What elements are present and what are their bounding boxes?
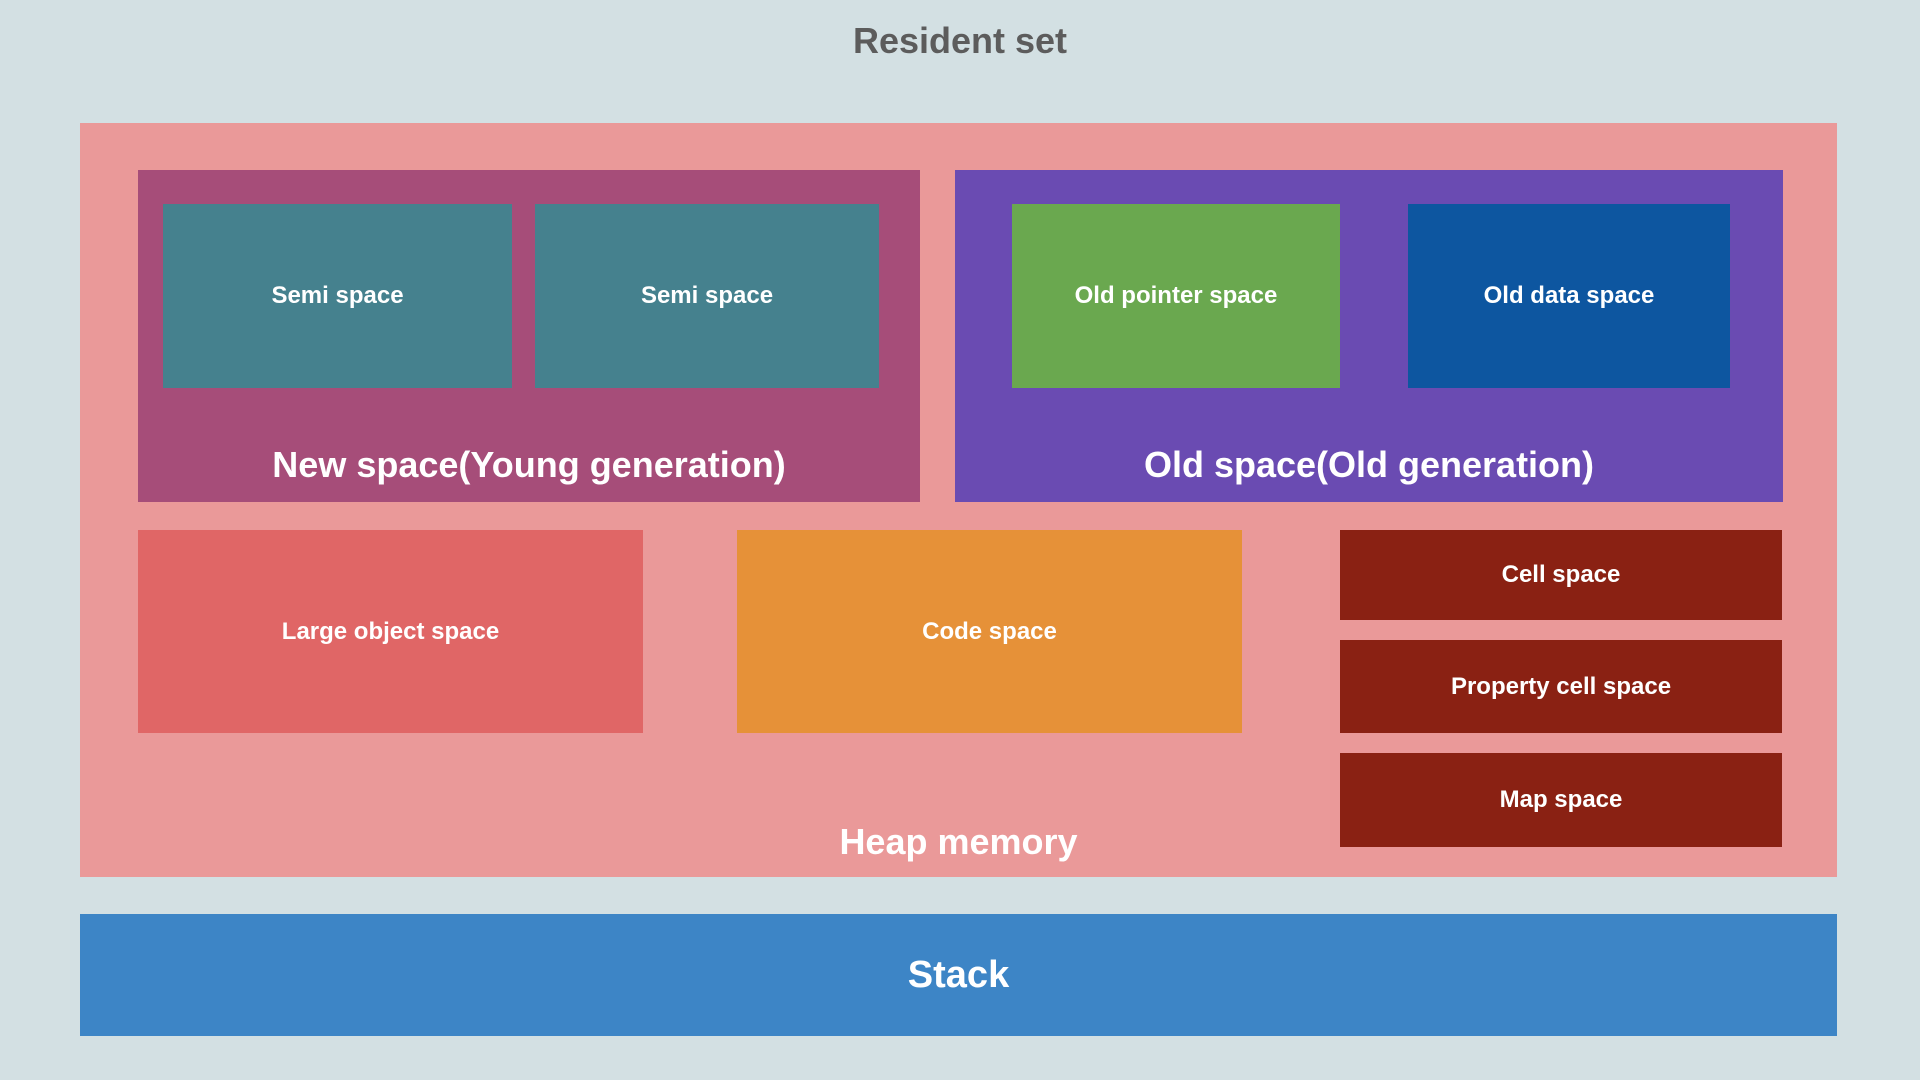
cell-space-box: Cell space (1340, 530, 1782, 620)
map-space-label: Map space (1499, 786, 1623, 813)
old-space-container: Old pointer space Old data space Old spa… (955, 170, 1783, 502)
heap-memory-container: Semi space Semi space New space(Young ge… (80, 123, 1837, 877)
code-space-box: Code space (737, 530, 1242, 733)
large-object-space-label: Large object space (281, 617, 500, 645)
old-space-label: Old space(Old generation) (1143, 444, 1595, 485)
stack-label: Stack (907, 953, 1010, 996)
heap-memory-label: Heap memory (839, 821, 1078, 862)
stack-box: Stack (80, 914, 1837, 1036)
semi-space-label-2: Semi space (640, 282, 774, 309)
property-cell-space-box: Property cell space (1340, 640, 1782, 733)
large-object-space-box: Large object space (138, 530, 643, 733)
semi-space-box-2: Semi space (535, 204, 879, 388)
new-space-label: New space(Young generation) (272, 444, 786, 485)
cell-space-label: Cell space (1501, 561, 1621, 588)
new-space-container: Semi space Semi space New space(Young ge… (138, 170, 920, 502)
map-space-box: Map space (1340, 753, 1782, 847)
old-pointer-space-box: Old pointer space (1012, 204, 1340, 388)
page-title: Resident set (852, 20, 1068, 61)
property-cell-space-label: Property cell space (1450, 672, 1672, 700)
semi-space-box-1: Semi space (163, 204, 512, 388)
old-pointer-space-label: Old pointer space (1074, 282, 1278, 309)
semi-space-label-1: Semi space (271, 282, 404, 309)
old-data-space-label: Old data space (1483, 282, 1655, 309)
code-space-label: Code space (922, 617, 1057, 645)
old-data-space-box: Old data space (1408, 204, 1730, 388)
